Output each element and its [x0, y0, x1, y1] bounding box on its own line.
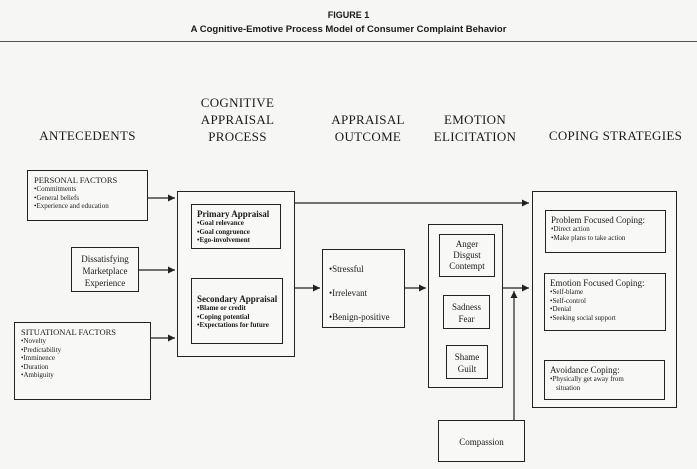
situational-factors-box: SITUATIONAL FACTORS Novelty Predictabili…	[14, 322, 151, 400]
list-item: Novelty	[21, 337, 150, 346]
list-item: Imminence	[21, 354, 150, 363]
list-item: Self-blame	[550, 288, 665, 297]
problem-focused-title: Problem Focused Coping:	[551, 215, 645, 225]
list-item: Expectations for future	[197, 321, 282, 330]
emotion-group-anger: Anger Disgust Contempt	[439, 234, 495, 277]
header-cognitive-appraisal: COGNITIVE APPRAISAL PROCESS	[200, 95, 275, 144]
emotion-group-shame: Shame Guilt	[446, 345, 488, 379]
header-coping-strategies: COPING STRATEGIES	[548, 128, 683, 143]
emotion-focused-coping-box: Emotion Focused Coping: Self-blame Self-…	[544, 273, 666, 331]
list-item: Commitments	[34, 185, 147, 194]
list-item: Goal congruence	[197, 228, 280, 237]
list-item: Direct action	[551, 225, 665, 234]
list-item: Self-control	[550, 297, 665, 306]
primary-appraisal-title: Primary Appraisal	[197, 209, 270, 219]
list-item: Stressful	[329, 257, 404, 281]
problem-focused-coping-box: Problem Focused Coping: Direct action Ma…	[545, 210, 666, 253]
list-item: Benign-positive	[329, 305, 404, 329]
list-item: Denial	[550, 305, 665, 314]
list-item: Coping potential	[197, 313, 282, 322]
compassion-box: Compassion	[438, 420, 525, 462]
list-item: Irrelevant	[329, 281, 404, 305]
list-item: Seeking social support	[550, 314, 665, 323]
personal-factors-title: PERSONAL FACTORS	[34, 175, 118, 185]
header-emotion-elicitation: EMOTION ELICITATION	[433, 112, 517, 144]
header-appraisal-outcome: APPRAISAL OUTCOME	[331, 112, 405, 144]
list-item: Ego-involvement	[197, 236, 280, 245]
emotion-focused-title: Emotion Focused Coping:	[550, 278, 645, 288]
situational-factors-title: SITUATIONAL FACTORS	[21, 327, 117, 337]
figure-title: A Cognitive-Emotive Process Model of Con…	[190, 24, 507, 35]
avoidance-coping-box: Avoidance Coping: Physically get away fr…	[544, 360, 665, 400]
personal-factors-box: PERSONAL FACTORS Commitments General bel…	[27, 170, 148, 221]
list-item: Duration	[21, 363, 150, 372]
secondary-appraisal-title: Secondary Appraisal	[197, 294, 278, 304]
primary-appraisal-box: Primary Appraisal Goal relevance Goal co…	[191, 204, 281, 249]
avoidance-coping-title: Avoidance Coping:	[550, 365, 620, 375]
header-antecedents: ANTECEDENTS	[39, 128, 136, 143]
dissatisfying-experience-box: Dissatisfying Marketplace Experience	[71, 247, 139, 292]
list-item-continuation: situation	[556, 383, 581, 392]
list-item: Blame or credit	[197, 304, 282, 313]
list-item: Physically get away from	[550, 375, 664, 384]
figure-label: FIGURE 1	[327, 10, 370, 20]
list-item: Ambiguity	[21, 371, 150, 380]
list-item: General beliefs	[34, 194, 147, 203]
title-rule	[0, 41, 697, 42]
list-item: Experience and education	[34, 202, 147, 211]
list-item: Goal relevance	[197, 219, 280, 228]
emotion-group-sadness: Sadness Fear	[443, 295, 490, 329]
list-item: Predictability	[21, 346, 150, 355]
list-item: Make plans to take action	[551, 234, 665, 243]
secondary-appraisal-box: Secondary Appraisal Blame or credit Copi…	[191, 278, 283, 344]
appraisal-outcome-box: Stressful Irrelevant Benign-positive	[322, 249, 405, 328]
